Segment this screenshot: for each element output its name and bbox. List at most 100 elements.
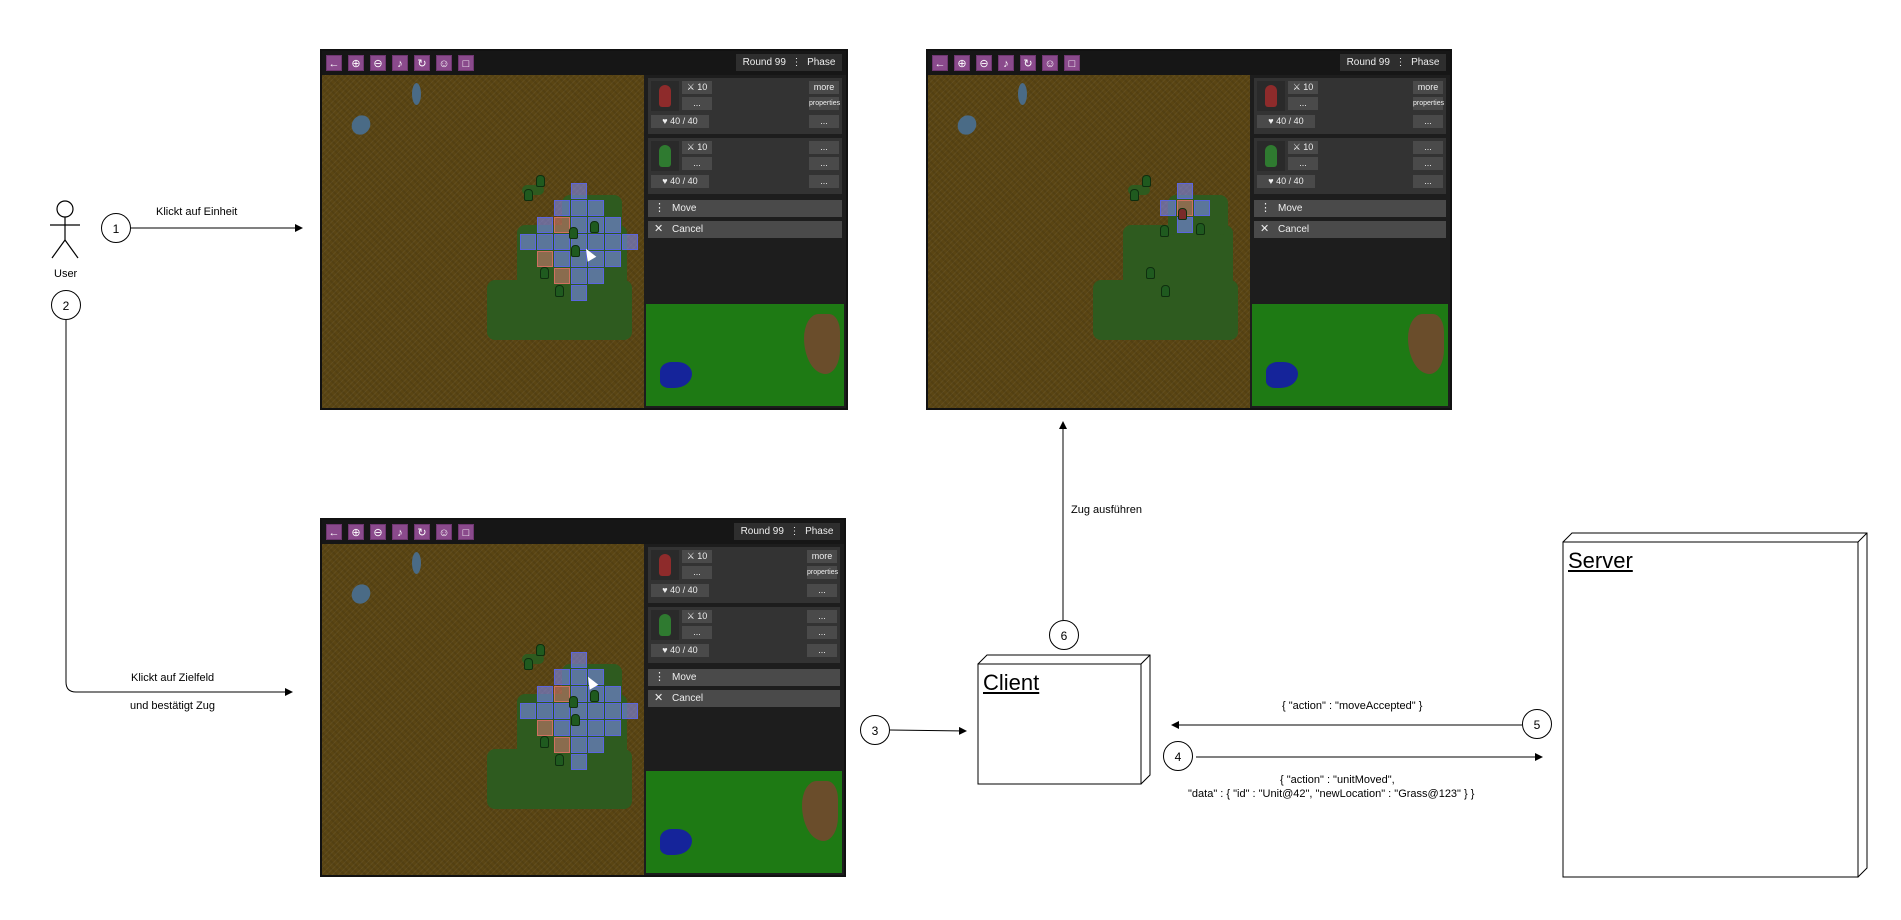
range-tile[interactable]	[588, 200, 604, 216]
game-map[interactable]	[322, 75, 644, 408]
zoom-out-icon[interactable]: ⊖	[976, 55, 992, 71]
range-tile[interactable]	[1177, 183, 1193, 199]
music-icon[interactable]: ♪	[392, 55, 408, 71]
unit-sprite[interactable]	[571, 245, 580, 257]
unit-sprite[interactable]	[590, 690, 599, 702]
unit-sprite[interactable]	[1160, 225, 1169, 237]
unit-sprite[interactable]	[555, 285, 564, 297]
zoom-in-icon[interactable]: ⊕	[348, 524, 364, 540]
unit-sprite[interactable]	[540, 736, 549, 748]
range-tile[interactable]	[622, 234, 638, 250]
music-icon[interactable]: ♪	[998, 55, 1014, 71]
card-button[interactable]: ...	[809, 175, 839, 188]
range-tile[interactable]	[588, 669, 604, 685]
range-tile[interactable]	[554, 737, 570, 753]
unit-sprite[interactable]	[1142, 175, 1151, 187]
range-tile[interactable]	[520, 703, 536, 719]
unit-sprite[interactable]	[555, 754, 564, 766]
range-tile[interactable]	[554, 268, 570, 284]
card-button[interactable]: ...	[1288, 97, 1318, 110]
card-button[interactable]: ...	[1288, 157, 1318, 170]
unit-sprite[interactable]	[536, 175, 545, 187]
range-tile[interactable]	[622, 703, 638, 719]
range-tile[interactable]	[588, 234, 604, 250]
card-button[interactable]: ...	[809, 141, 839, 154]
range-tile[interactable]	[554, 200, 570, 216]
range-tile[interactable]	[554, 720, 570, 736]
unit-sprite[interactable]	[540, 267, 549, 279]
unit-sprite[interactable]	[1130, 189, 1139, 201]
range-tile[interactable]	[588, 268, 604, 284]
back-arrow-icon[interactable]: ←	[326, 55, 342, 71]
unit-sprite[interactable]	[1146, 267, 1155, 279]
zoom-in-icon[interactable]: ⊕	[954, 55, 970, 71]
profile-icon[interactable]: ☺	[436, 524, 452, 540]
music-icon[interactable]: ♪	[392, 524, 408, 540]
restart-icon[interactable]: ↻	[414, 524, 430, 540]
range-tile[interactable]	[605, 703, 621, 719]
card-button[interactable]: ...	[807, 626, 837, 639]
card-button[interactable]: ...	[1413, 115, 1443, 128]
more-button[interactable]: more	[1413, 81, 1443, 94]
card-button[interactable]: ...	[1413, 157, 1443, 170]
range-tile[interactable]	[605, 686, 621, 702]
card-button[interactable]: ...	[807, 610, 837, 623]
chat-icon[interactable]: □	[458, 524, 474, 540]
profile-icon[interactable]: ☺	[1042, 55, 1058, 71]
zoom-out-icon[interactable]: ⊖	[370, 55, 386, 71]
unit-sprite[interactable]	[524, 189, 533, 201]
unit-sprite[interactable]	[1178, 208, 1187, 220]
unit-sprite[interactable]	[590, 221, 599, 233]
range-tile[interactable]	[537, 234, 553, 250]
game-map[interactable]	[928, 75, 1250, 408]
restart-icon[interactable]: ↻	[1020, 55, 1036, 71]
more-button[interactable]: more	[809, 81, 839, 94]
range-tile[interactable]	[605, 217, 621, 233]
unit-sprite[interactable]	[571, 714, 580, 726]
range-tile[interactable]	[537, 703, 553, 719]
range-tile[interactable]	[554, 217, 570, 233]
range-tile[interactable]	[605, 251, 621, 267]
range-tile[interactable]	[588, 703, 604, 719]
range-tile[interactable]	[571, 737, 587, 753]
range-tile[interactable]	[554, 669, 570, 685]
range-tile[interactable]	[537, 217, 553, 233]
card-button[interactable]: ...	[807, 584, 837, 597]
range-tile[interactable]	[588, 737, 604, 753]
range-tile[interactable]	[571, 268, 587, 284]
range-tile[interactable]	[588, 251, 604, 267]
range-tile[interactable]	[554, 251, 570, 267]
cancel-button[interactable]: ✕ Cancel	[648, 221, 842, 238]
card-button[interactable]: ...	[1413, 141, 1443, 154]
unit-sprite[interactable]	[524, 658, 533, 670]
unit-sprite[interactable]	[1161, 285, 1170, 297]
back-arrow-icon[interactable]: ←	[932, 55, 948, 71]
minimap[interactable]	[646, 304, 844, 406]
properties-button[interactable]: properties	[809, 97, 840, 110]
move-button[interactable]: ⋮ Move	[648, 669, 840, 686]
range-tile[interactable]	[571, 183, 587, 199]
card-button[interactable]: ...	[682, 626, 712, 639]
cancel-button[interactable]: ✕ Cancel	[1254, 221, 1446, 238]
more-button[interactable]: more	[807, 550, 837, 563]
unit-sprite[interactable]	[569, 227, 578, 239]
range-tile[interactable]	[571, 669, 587, 685]
card-button[interactable]: ...	[809, 157, 839, 170]
restart-icon[interactable]: ↻	[414, 55, 430, 71]
range-tile[interactable]	[554, 703, 570, 719]
range-tile[interactable]	[588, 720, 604, 736]
range-tile[interactable]	[605, 234, 621, 250]
card-button[interactable]: ...	[682, 97, 712, 110]
profile-icon[interactable]: ☺	[436, 55, 452, 71]
minimap[interactable]	[646, 771, 842, 873]
properties-button[interactable]: properties	[1413, 97, 1444, 110]
card-button[interactable]: ...	[682, 566, 712, 579]
minimap[interactable]	[1252, 304, 1448, 406]
range-tile[interactable]	[520, 234, 536, 250]
properties-button[interactable]: properties	[807, 566, 838, 579]
range-tile[interactable]	[537, 686, 553, 702]
card-button[interactable]: ...	[1413, 175, 1443, 188]
range-tile[interactable]	[571, 285, 587, 301]
range-tile[interactable]	[554, 686, 570, 702]
cancel-button[interactable]: ✕ Cancel	[648, 690, 840, 707]
